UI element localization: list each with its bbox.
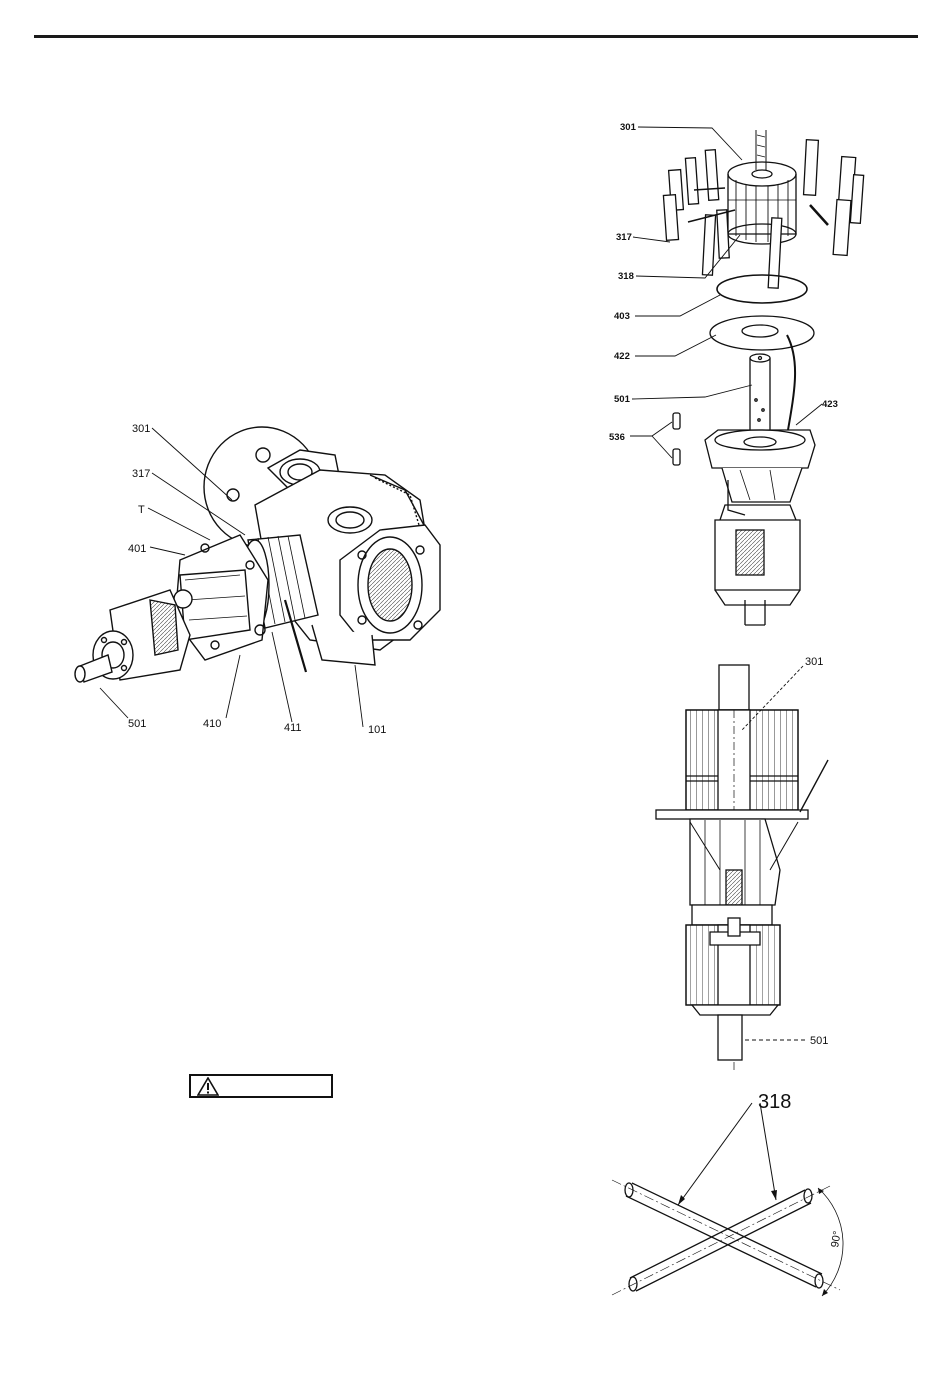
label-536: 536 xyxy=(609,432,625,443)
label-401: 401 xyxy=(128,543,146,555)
warning-box xyxy=(189,1074,333,1098)
label-410: 410 xyxy=(203,718,221,730)
label-317: 317 xyxy=(616,232,632,243)
label-318: 318 xyxy=(758,1091,791,1113)
label-403: 403 xyxy=(614,311,630,322)
label-501: 501 xyxy=(614,394,631,405)
label-317: 317 xyxy=(132,468,150,480)
label-301: 301 xyxy=(132,423,150,435)
label-301: 301 xyxy=(805,656,823,668)
angle-label: 90° xyxy=(829,1230,844,1248)
label-101: 101 xyxy=(368,724,386,736)
label-501: 501 xyxy=(128,718,146,730)
label-411: 411 xyxy=(284,722,302,734)
label-423: 423 xyxy=(822,399,838,410)
label-422: 422 xyxy=(614,351,630,362)
exploded-view-drawing xyxy=(630,127,864,625)
label-301: 301 xyxy=(620,122,637,133)
label-T: T xyxy=(138,504,145,516)
crossed-pins-drawing xyxy=(612,1103,843,1296)
section-view-drawing xyxy=(656,665,828,1070)
section-labels: 301 501 xyxy=(805,656,828,1047)
label-501: 501 xyxy=(810,1035,828,1047)
label-318: 318 xyxy=(618,271,634,282)
warning-triangle-icon xyxy=(197,1077,219,1096)
pump-assembly-drawing xyxy=(75,427,440,727)
